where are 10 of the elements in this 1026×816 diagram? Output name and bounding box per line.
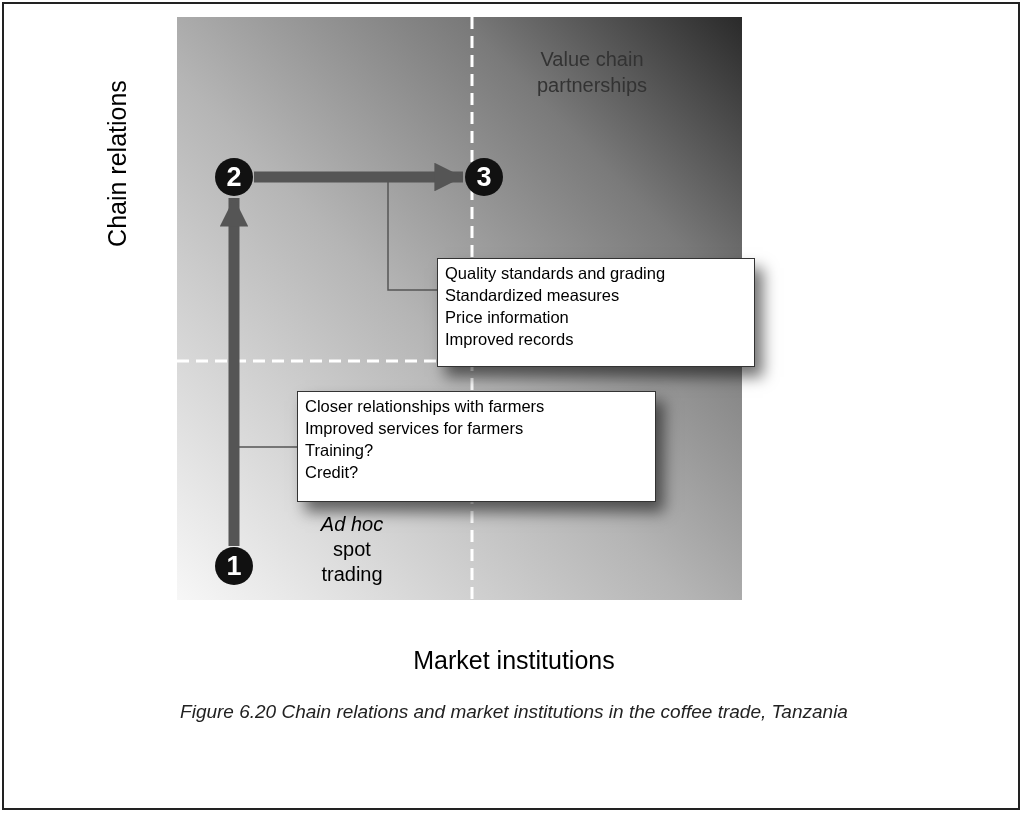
figure-caption: Figure 6.20 Chain relations and market institutions in the coffee trade, Tanzania	[179, 701, 849, 723]
callout-box: Closer relationships with farmers Improved services for farmers Training? Credit?	[297, 391, 656, 502]
leader-line	[387, 181, 438, 291]
leader-line	[238, 446, 298, 448]
axis-title: Chain relations	[102, 79, 132, 249]
callout-box: Quality standards and grading Standardized measures Price information Improved records	[437, 258, 755, 367]
arrow	[254, 162, 463, 192]
arrow	[219, 198, 249, 546]
axis-title: Market institutions	[412, 646, 616, 675]
quadrant-label: Ad hoc spot trading	[319, 512, 385, 587]
